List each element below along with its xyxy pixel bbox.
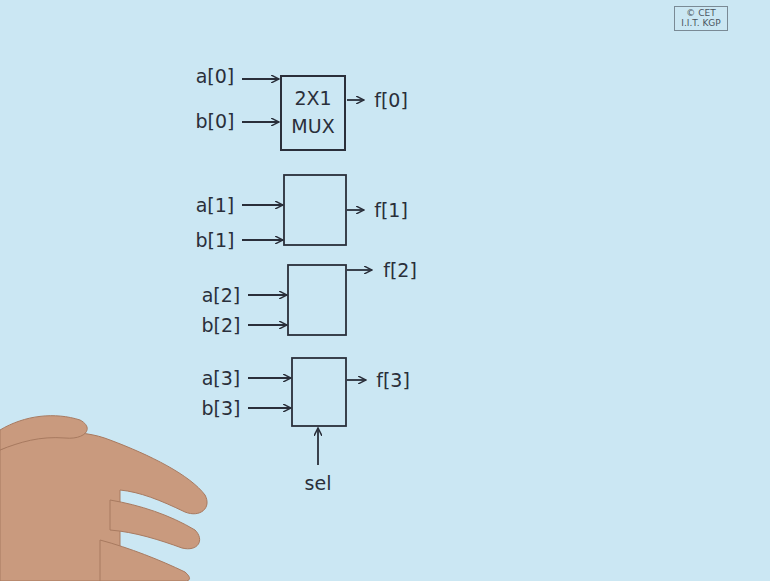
signal-name: b[0] [196,110,235,132]
signal-name: a[0] [196,65,235,87]
output-name: f[0] [374,89,408,111]
signal-name: a[3] [202,367,241,389]
hand [0,416,207,581]
watermark: © CET I.I.T. KGP [674,6,728,31]
select-name: sel [305,472,332,494]
signal-name: a[2] [202,284,241,306]
output-name: f[2] [383,259,417,281]
mux-box: 2X1 MUX [280,75,346,151]
signal-name: b[2] [202,314,241,336]
mux-label: 2X1 MUX [287,85,339,140]
output-name: f[3] [376,369,410,391]
output-name: f[1] [374,199,408,221]
mux-box [292,358,346,426]
signal-name: b[1] [196,229,235,251]
mux-box [284,175,346,245]
signal-name: a[1] [196,194,235,216]
mux-box [288,265,346,335]
signal-name: b[3] [202,397,241,419]
